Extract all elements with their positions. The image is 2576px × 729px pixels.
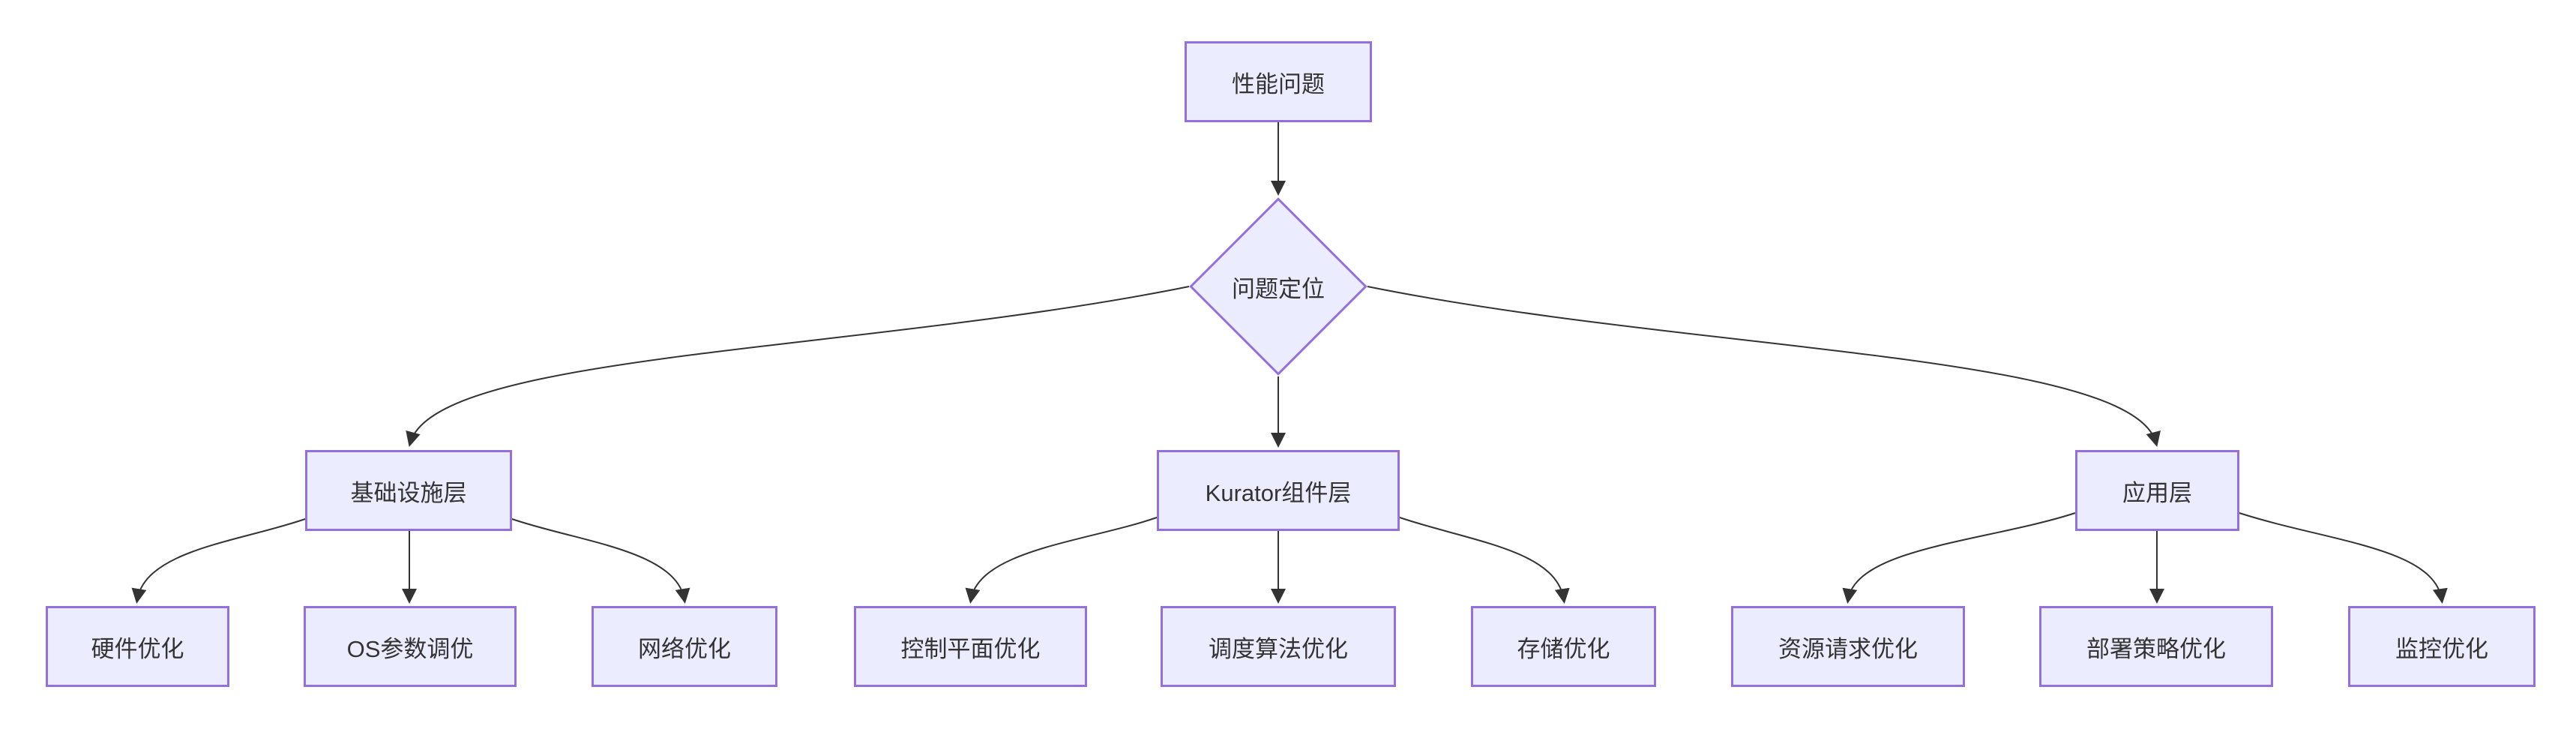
- node-application-layer: 应用层: [2075, 450, 2239, 531]
- node-network-optimization: 网络优化: [592, 606, 777, 687]
- node-monitoring-optimization: 监控优化: [2348, 606, 2536, 687]
- node-deployment-strategy-optimization: 部署策略优化: [2039, 606, 2273, 687]
- edge-kurator-to-controlplane: [965, 517, 1158, 604]
- edge-application-to-monitoring: [2239, 512, 2448, 604]
- node-scheduling-algorithm-optimization: 调度算法优化: [1161, 606, 1396, 687]
- edge-localization-to-infrastructure: [406, 286, 1190, 447]
- node-application-layer-label: 应用层: [2122, 479, 2192, 506]
- node-os-parameter-tuning-label: OS参数调优: [346, 635, 474, 662]
- node-infrastructure-layer-label: 基础设施层: [350, 479, 467, 506]
- node-kurator-component-layer: Kurator组件层: [1157, 450, 1400, 531]
- edge-kurator-to-storage: [1399, 517, 1570, 604]
- node-monitoring-optimization-label: 监控优化: [2395, 635, 2488, 662]
- node-performance-problem-label: 性能问题: [1232, 70, 1325, 98]
- node-control-plane-optimization-label: 控制平面优化: [900, 635, 1041, 662]
- edge-localization-to-application: [1367, 286, 2161, 447]
- node-scheduling-algorithm-optimization-label: 调度算法优化: [1209, 635, 1348, 662]
- node-kurator-component-layer-label: Kurator组件层: [1205, 479, 1352, 506]
- node-storage-optimization: 存储优化: [1471, 606, 1656, 687]
- node-storage-optimization-label: 存储优化: [1517, 635, 1610, 662]
- node-infrastructure-layer: 基础设施层: [305, 450, 512, 531]
- edge-infrastructure-to-hardware: [131, 518, 306, 604]
- node-os-parameter-tuning: OS参数调优: [304, 606, 517, 687]
- edge-application-to-resource: [1842, 512, 2076, 604]
- node-control-plane-optimization: 控制平面优化: [854, 606, 1087, 687]
- node-hardware-optimization-label: 硬件优化: [91, 635, 184, 662]
- node-network-optimization-label: 网络优化: [638, 635, 731, 662]
- node-performance-problem: 性能问题: [1185, 41, 1372, 122]
- node-resource-request-optimization: 资源请求优化: [1731, 606, 1965, 687]
- node-hardware-optimization: 硬件优化: [46, 606, 229, 687]
- node-resource-request-optimization-label: 资源请求优化: [1778, 635, 1918, 662]
- node-deployment-strategy-optimization-label: 部署策略优化: [2086, 635, 2226, 662]
- decision-problem-localization-label: 问题定位: [1232, 275, 1325, 302]
- edge-infrastructure-to-network: [511, 518, 690, 604]
